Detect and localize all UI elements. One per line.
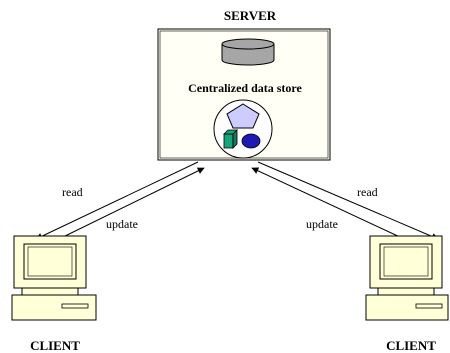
left-read-label: read [62, 185, 83, 199]
pentagon-icon [226, 103, 260, 129]
ellipse-icon [241, 133, 261, 149]
left-update-label: update [106, 217, 138, 231]
cube-icon [223, 129, 238, 149]
desktop-computer-icon [11, 235, 97, 321]
left-read-arrow [35, 161, 199, 240]
left-update-arrow [60, 167, 205, 239]
right-read-arrow [257, 161, 439, 240]
client-label-left: CLIENT [30, 338, 80, 353]
data-shapes-group [213, 99, 273, 159]
left-arrows [35, 161, 205, 240]
client-label-right: CLIENT [386, 338, 436, 353]
right-arrows [251, 161, 439, 240]
right-update-label: update [306, 217, 338, 231]
cylinder-icon [221, 38, 275, 66]
right-read-label: read [357, 185, 378, 199]
data-store-label: Centralized data store [188, 81, 302, 95]
server-title: SERVER [224, 8, 277, 23]
desktop-computer-icon [365, 235, 449, 321]
right-update-arrow [251, 167, 403, 239]
